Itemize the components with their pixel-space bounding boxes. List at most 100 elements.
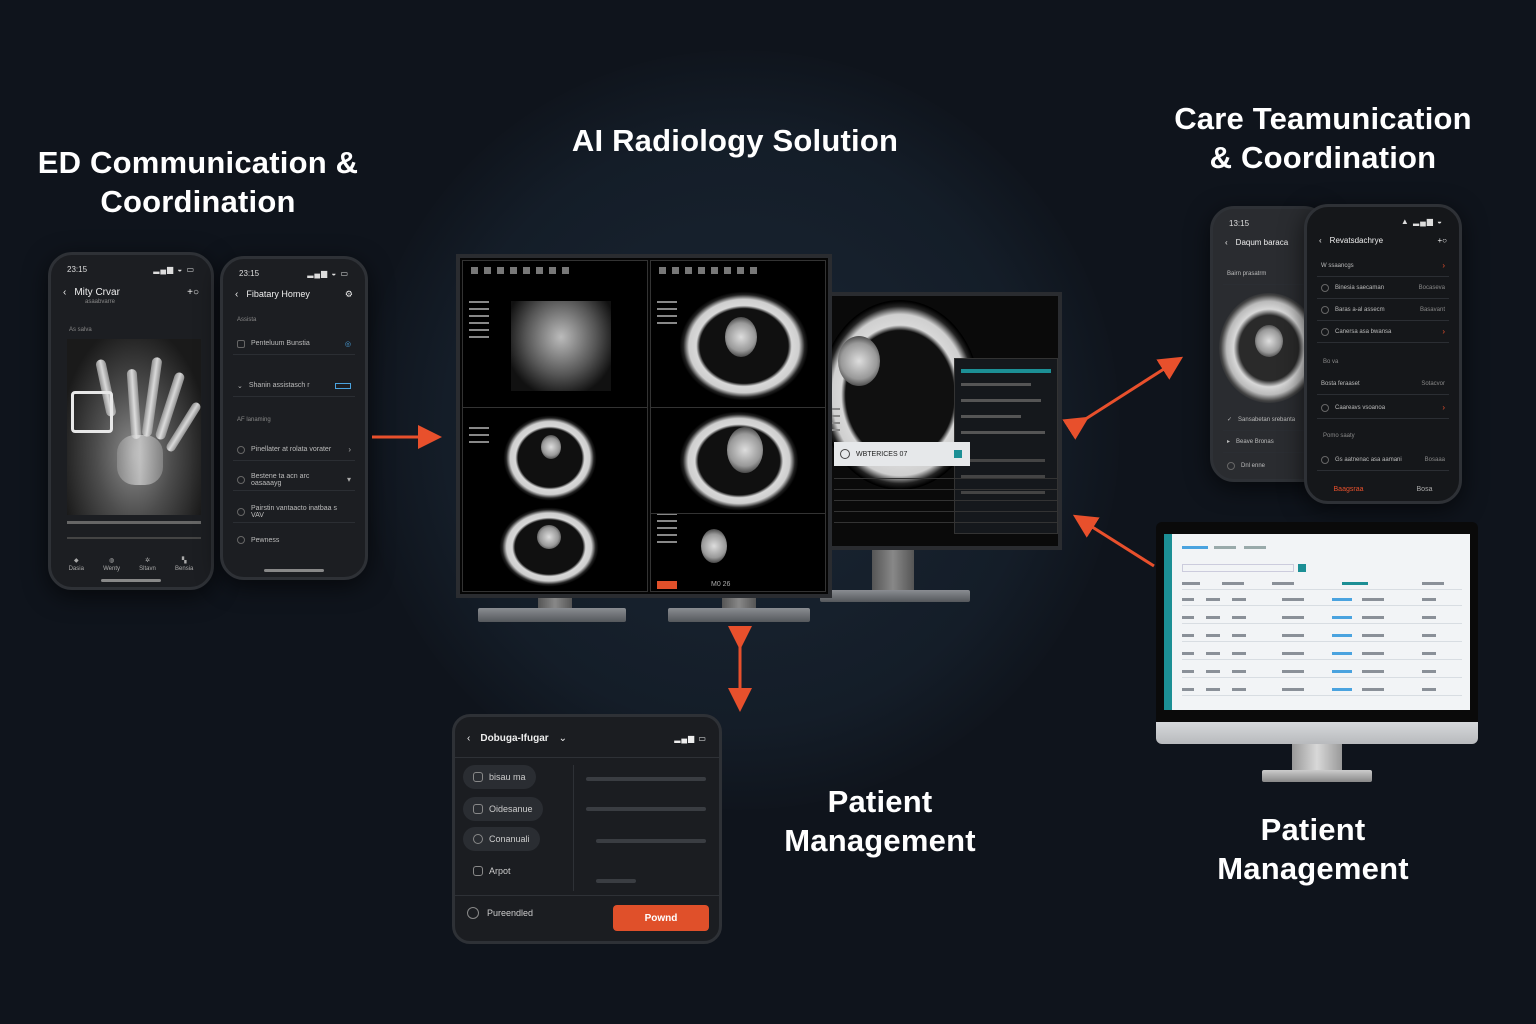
phone-title: Revatsdachrye [1329, 235, 1384, 245]
table-row[interactable] [1182, 684, 1462, 696]
table-row[interactable] [1182, 612, 1462, 624]
phone-header: ‹ Revatsdachrye +○ [1319, 227, 1447, 253]
desktop-monitor-table [1156, 522, 1478, 744]
list-item[interactable]: Caareavs vsoanoa› [1317, 397, 1449, 419]
patient-card[interactable]: WBTERICES 07 [834, 442, 970, 466]
list-item-label: Pairstin vantaacto inatbaa s VAV [251, 504, 337, 519]
search-input[interactable] [1182, 564, 1294, 572]
sidebar-button-label: Conanuali [489, 834, 530, 844]
nav-item-3[interactable]: ✲Sltavn [139, 557, 156, 572]
nav-item-4[interactable]: ▚Bensia [175, 557, 193, 572]
footer-label: Pureendled [487, 908, 534, 918]
list-item[interactable]: Canersa asa bwansa › [1317, 321, 1449, 343]
annotation-text [469, 427, 489, 443]
viewer-toolbar [651, 261, 825, 279]
bottom-actions: Baagsraa Bosa [1307, 477, 1459, 501]
annotation-text [657, 513, 677, 543]
list-item[interactable]: Bairn prasatrm [1223, 263, 1315, 285]
sidebar-button[interactable]: bisau ma [463, 765, 536, 789]
viewer-pane-right[interactable]: M0 26 [650, 260, 826, 592]
section-label: Bo va [1323, 359, 1339, 365]
radio-icon [237, 445, 245, 454]
table-row[interactable] [1182, 648, 1462, 660]
section-label: Pomo saaty [1323, 433, 1355, 439]
nav-icon: ◆ [73, 557, 79, 564]
back-icon[interactable]: ‹ [63, 286, 67, 298]
heading-ed-communication: ED Communication & Coordination [37, 145, 359, 219]
tablet-header: ‹ Dobuga-Ifugar ⌄ ▂▄▆ ▭ [467, 729, 707, 747]
status-bar: ▲ ▂▄▆ ◒ [1323, 217, 1443, 229]
status-time: 23:15 [239, 269, 260, 278]
battery-icon [335, 382, 351, 389]
monitor-stand-neck [538, 596, 572, 610]
list-item[interactable]: Pinellater at rolata vorater› [233, 439, 355, 461]
status-bar: 23:15 ▂▄▆ ◒ ▭ [67, 265, 195, 277]
chevron-right-icon: › [1442, 327, 1445, 336]
nav-item-1[interactable]: ◆Dasia [69, 557, 84, 572]
roi-selection-box[interactable] [71, 391, 113, 433]
list-item[interactable]: Penteluum Bunstia◎ [233, 333, 355, 355]
list-item-label: Beave Bronas [1236, 438, 1274, 445]
check-icon: ✓ [1227, 417, 1233, 423]
sidebar-button[interactable]: Oidesanue [463, 797, 543, 821]
primary-action[interactable]: Baagsraa [1333, 485, 1364, 493]
list-item-label: Bestene ta acn arc oasaaayg [251, 472, 310, 487]
panel-header-bar [961, 369, 1051, 373]
monitor-stand-neck [1292, 744, 1342, 772]
list-item[interactable]: ⌄Shanin assistasch r [233, 375, 355, 397]
add-icon[interactable]: +○ [187, 286, 199, 298]
search-button[interactable] [1298, 564, 1306, 572]
content-list [573, 765, 713, 891]
nav-item-2[interactable]: ◍Wenty [103, 557, 120, 572]
list-item-label: Canersa asa bwansa [1335, 328, 1392, 335]
list-item[interactable]: Pairstin vantaacto inatbaa s VAV [233, 501, 355, 523]
list-item[interactable]: ▸ Beave Bronas [1223, 431, 1315, 453]
settings-icon[interactable]: ⚙ [344, 288, 353, 299]
patient-card-title: WBTERICES 07 [856, 450, 908, 458]
monitor-side-ct: WBTERICES 07 [812, 292, 1062, 550]
play-icon: ▸ [1227, 439, 1231, 445]
add-icon[interactable]: +○ [1437, 235, 1447, 245]
chat-icon: ◍ [108, 557, 115, 564]
viewer-pane-left[interactable] [462, 260, 648, 592]
phone-header: ‹ Mity Crvar +○ [63, 279, 199, 305]
section-label: Assista [237, 317, 257, 323]
bottom-nav: ◆Dasia ◍Wenty ✲Sltavn ▚Bensia [59, 551, 203, 577]
annotation-text [657, 301, 677, 324]
back-icon[interactable]: ‹ [1319, 235, 1322, 245]
list-item[interactable]: W ssaancgs› [1317, 255, 1449, 277]
nav-label: Wenty [103, 565, 120, 572]
back-icon[interactable]: ‹ [235, 288, 239, 300]
caption-line [67, 521, 201, 524]
forward-button[interactable]: Pownd [613, 905, 709, 931]
table-row[interactable] [1182, 630, 1462, 642]
heading-patient-management-center: Patient Management [784, 784, 976, 858]
signal-icon: ▲ ▂▄▆ ◒ [1400, 217, 1443, 226]
patient-icon [840, 449, 850, 459]
chevron-down-icon[interactable]: ⌄ [558, 732, 568, 744]
phone-care-front: ▲ ▂▄▆ ◒ ‹ Revatsdachrye +○ W ssaancgs› B… [1304, 204, 1462, 504]
list-item[interactable]: Pewness [233, 529, 355, 551]
monitor-chin [1156, 722, 1478, 744]
monitor-stand-neck [722, 596, 756, 610]
back-icon[interactable]: ‹ [1225, 237, 1228, 247]
signal-icon: ▂▄▆ ◒ ▭ [153, 265, 195, 274]
table-row[interactable] [1182, 666, 1462, 678]
sidebar-button[interactable]: Conanuali [463, 827, 540, 851]
list-item[interactable]: Bestene ta acn arc oasaaayg▾ [233, 469, 355, 491]
list-item[interactable]: ✓Sansabetan srebanta [1223, 409, 1315, 431]
list-item[interactable]: Dnl enne [1223, 455, 1315, 477]
radio-icon [1227, 462, 1235, 470]
table-row[interactable] [1182, 594, 1462, 606]
back-icon[interactable]: ‹ [467, 732, 471, 744]
secondary-action[interactable]: Bosa [1416, 485, 1433, 493]
sidebar-button[interactable]: Arpot [463, 859, 521, 883]
phone-header: ‹ Fibatary Homey ⚙ [235, 281, 353, 307]
chevron-right-icon: › [348, 445, 351, 454]
data-table [834, 470, 1058, 540]
